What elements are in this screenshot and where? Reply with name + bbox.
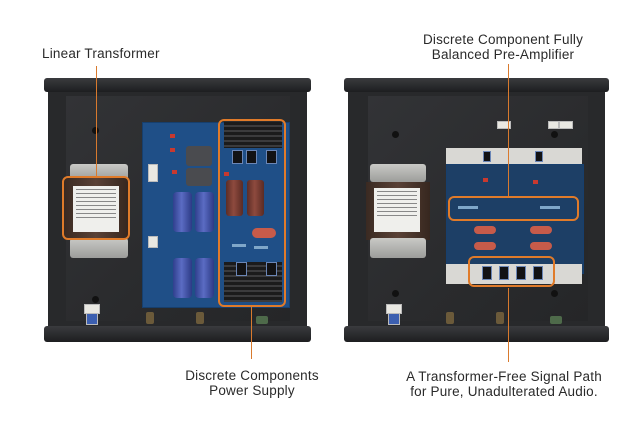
rear-jack: [196, 312, 204, 324]
smd-component: [483, 178, 488, 182]
right-transformer-can-bottom: [370, 238, 426, 258]
signal-path-callout-line: [508, 288, 509, 362]
rear-jack: [446, 312, 454, 324]
discrete-power-supply-label-line: Discrete Components: [185, 368, 319, 383]
film-capacitor: [530, 226, 552, 234]
resistor: [232, 244, 246, 247]
film-capacitor: [530, 242, 552, 250]
film-capacitor: [252, 228, 276, 238]
left-chassis-top-lip: [44, 78, 311, 92]
pcb-connector: [148, 236, 158, 248]
mount-hole: [392, 131, 399, 138]
regulator-transistor: [236, 262, 247, 276]
regulator-transistor: [246, 150, 257, 164]
regulator-transistor: [232, 150, 243, 164]
left-transformer-can-bottom: [70, 238, 128, 258]
transformer-free-path-label: A Transformer-Free Signal Path for Pure,…: [386, 369, 622, 399]
filter-capacitor: [195, 258, 214, 298]
front-connector: [548, 121, 559, 129]
left-transformer-label-sticker: [73, 186, 119, 232]
resistor: [254, 246, 268, 249]
smd-component: [172, 170, 177, 174]
transformer-free-path-label-line: A Transformer-Free Signal Path: [406, 369, 602, 384]
rear-jack: [256, 316, 268, 324]
discrete-power-supply-label: Discrete Components Power Supply: [152, 368, 352, 398]
transformer-free-path-label-line: for Pure, Unadulterated Audio.: [410, 384, 598, 399]
filter-capacitor: [195, 192, 214, 232]
balanced-preamp-label-line: Discrete Component Fully: [422, 32, 584, 47]
transformer-callout-line: [96, 66, 97, 176]
smd-component: [170, 134, 175, 138]
top-heatsink-plate: [446, 148, 582, 166]
balanced-preamp-label-line: Balanced Pre-Amplifier: [431, 47, 575, 62]
linear-transformer-label-line: Linear Transformer: [42, 46, 160, 61]
psu-capacitor: [226, 180, 243, 216]
snubber-capacitor: [186, 168, 212, 186]
linear-transformer-label: Linear Transformer: [42, 46, 160, 61]
bottom-heatsink-plate: [446, 264, 582, 284]
power-supply-callout-line: [251, 307, 252, 359]
front-connector: [497, 121, 511, 129]
resistor: [458, 206, 478, 209]
signal-path-highlight-box: [468, 256, 555, 287]
filter-capacitor: [173, 258, 192, 298]
mount-hole: [92, 127, 99, 134]
output-transistor: [499, 266, 509, 280]
right-transformer-can-top: [370, 164, 426, 182]
rear-jack: [146, 312, 154, 324]
front-connector: [559, 121, 573, 129]
mount-hole: [551, 290, 558, 297]
snubber-capacitor: [186, 146, 212, 166]
plate-transistor: [483, 151, 491, 162]
rear-switch: [388, 313, 400, 325]
right-transformer-label-sticker: [374, 188, 420, 232]
psu-capacitor: [247, 180, 264, 216]
film-capacitor: [474, 242, 496, 250]
right-chassis-bottom-lip: [344, 326, 609, 342]
smd-component: [224, 172, 229, 176]
output-transistor: [482, 266, 492, 280]
film-capacitor: [474, 226, 496, 234]
plate-transistor: [535, 151, 543, 162]
preamp-highlight-box: [448, 196, 579, 221]
psu-heatsink-top: [224, 122, 282, 148]
smd-component: [170, 148, 175, 152]
discrete-power-supply-label-line: Power Supply: [209, 383, 295, 398]
right-chassis-top-lip: [344, 78, 609, 92]
power-supply-highlight-box: [218, 119, 286, 307]
mount-hole: [392, 290, 399, 297]
mount-hole: [551, 131, 558, 138]
pcb-connector: [148, 164, 158, 182]
output-transistor: [533, 266, 543, 280]
rear-jack: [550, 316, 562, 324]
regulator-transistor: [266, 150, 277, 164]
balanced-preamp-label: Discrete Component Fully Balanced Pre-Am…: [394, 32, 612, 62]
output-transistor: [516, 266, 526, 280]
regulator-transistor: [266, 262, 277, 276]
rear-jack: [496, 312, 504, 324]
left-chassis-bottom-lip: [44, 326, 311, 342]
smd-component: [533, 180, 538, 184]
mount-hole: [92, 296, 99, 303]
rear-switch: [86, 313, 98, 325]
filter-capacitor: [173, 192, 192, 232]
resistor: [540, 206, 560, 209]
preamp-callout-line: [508, 64, 509, 196]
transformer-highlight-box: [62, 176, 130, 240]
